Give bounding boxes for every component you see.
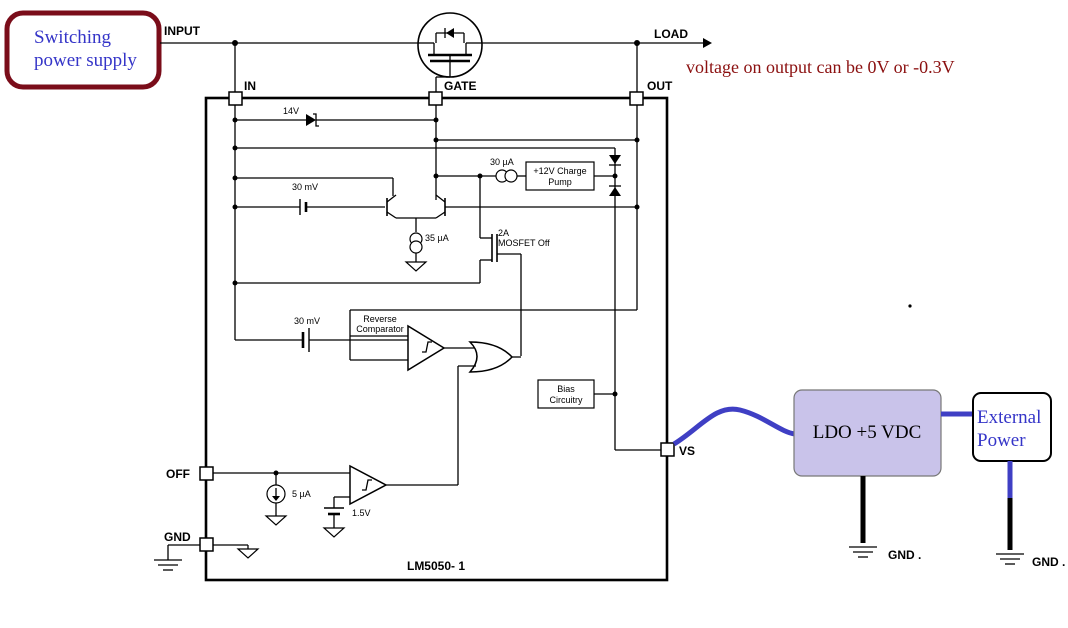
ldo-box: LDO +5 VDC xyxy=(793,389,942,477)
ldo-label: LDO +5 VDC xyxy=(813,422,922,443)
pin-out xyxy=(629,91,644,106)
ground-icon xyxy=(404,261,428,272)
diode-icon xyxy=(609,187,621,196)
pin-in xyxy=(228,91,243,106)
diode-icon xyxy=(609,155,621,164)
ground-icon xyxy=(236,548,260,559)
external-power-line2: Power xyxy=(977,430,1026,451)
ground-icon xyxy=(322,527,346,538)
zener-label: 14V xyxy=(283,106,299,116)
pin-off xyxy=(199,466,214,481)
pin-vs xyxy=(660,442,675,457)
ldo-ground: GND . xyxy=(849,476,921,562)
ground-icon xyxy=(264,515,288,526)
bias-line2: Circuitry xyxy=(550,395,583,405)
pin-vs-label: VS xyxy=(679,444,695,458)
mosfet-off-line2: MOSFET Off xyxy=(498,238,550,248)
input-label: INPUT xyxy=(164,24,201,38)
switching-supply-line2: power supply xyxy=(34,50,137,71)
load-label: LOAD xyxy=(654,27,688,41)
pin-gate-label: GATE xyxy=(444,79,476,93)
load-arrow-icon xyxy=(703,38,712,48)
external-power-box: External Power xyxy=(972,392,1052,462)
bias-line1: Bias xyxy=(557,384,575,394)
pin-out-label: OUT xyxy=(647,79,673,93)
v30mv-bottom-label: 30 mV xyxy=(294,316,320,326)
i5ua-label: 5 µA xyxy=(292,489,311,499)
ldo-gnd-label: GND . xyxy=(888,548,921,562)
ext-gnd-label: GND . xyxy=(1032,555,1065,569)
pin-off-label: OFF xyxy=(166,467,190,481)
mosfet-icon xyxy=(417,12,483,97)
switching-supply-line1: Switching xyxy=(34,27,112,48)
off-comparator xyxy=(349,464,388,506)
v1-5-label: 1.5V xyxy=(352,508,371,518)
internal-circuit: 14V +12V Charge Pump 30 µA 30 mV xyxy=(154,105,661,571)
ext-ground: GND . xyxy=(996,461,1065,569)
switching-power-supply-box: Switching power supply xyxy=(4,10,162,90)
src-30ua-label: 30 µA xyxy=(490,157,514,167)
mosfet-off-line1: 2A xyxy=(498,228,509,238)
or-gate-icon xyxy=(468,341,514,373)
charge-pump-line1: +12V Charge xyxy=(533,166,586,176)
top-rail: INPUT LOAD xyxy=(160,24,712,48)
v30mv-top-label: 30 mV xyxy=(292,182,318,192)
output-voltage-note: voltage on output can be 0V or -0.3V xyxy=(686,57,955,77)
pin-gnd-label: GND xyxy=(164,530,191,544)
chip-name: LM5050- 1 xyxy=(407,559,465,573)
reverse-comp-line2: Comparator xyxy=(356,324,404,334)
reverse-comp-line1: Reverse xyxy=(363,314,397,324)
external-power-line1: External xyxy=(977,407,1041,428)
pin-in-label: IN xyxy=(244,79,256,93)
i35ua-label: 35 µA xyxy=(425,233,449,243)
reverse-comparator xyxy=(407,324,446,372)
zener-icon xyxy=(306,114,316,126)
pin-gate xyxy=(428,91,443,106)
pin-gnd xyxy=(199,537,214,552)
vs-ldo-wire xyxy=(672,406,796,447)
charge-pump-line2: Pump xyxy=(548,177,572,187)
